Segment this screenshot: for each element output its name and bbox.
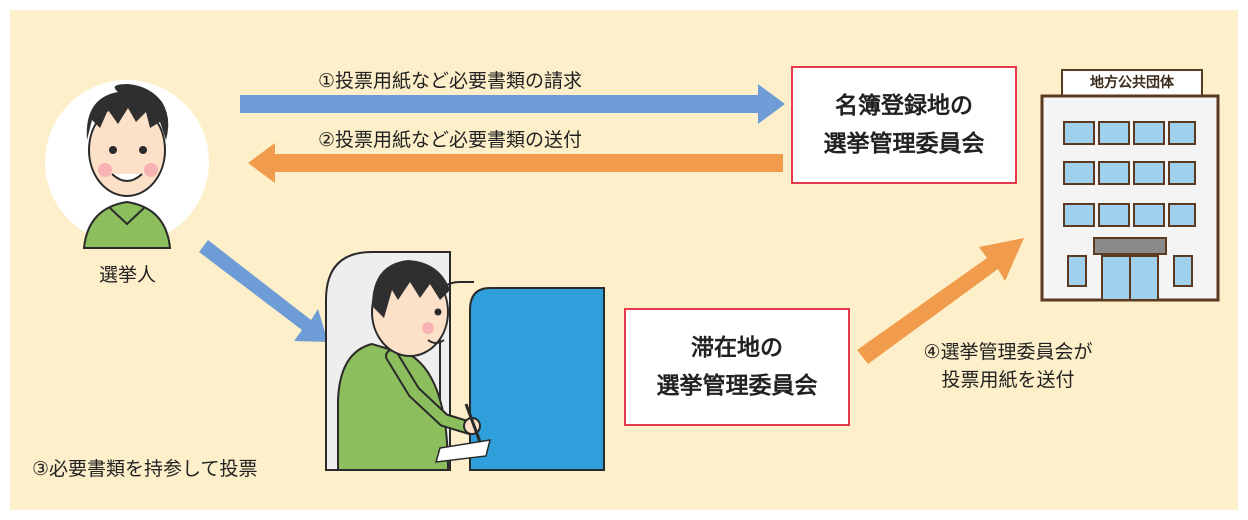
forward-label-line2: 投票用紙を送付 [941,369,1075,391]
vote-arrow-label: ③必要書類を持参して投票 [32,458,258,480]
vote-arrow [199,240,328,342]
voter-label: 選挙人 [99,264,157,286]
forward-label-line1: ④選挙管理委員会が [923,341,1093,363]
request-arrow-label: ①投票用紙など必要書類の請求 [318,70,583,92]
registry-committee-box: 名簿登録地の 選挙管理委員会 [791,66,1017,184]
registry-committee-line1: 名簿登録地の [835,93,973,119]
send-arrow-label: ②投票用紙など必要書類の送付 [318,129,583,151]
stay-committee-box: 滞在地の 選挙管理委員会 [624,308,850,426]
send-arrow [248,143,783,183]
forward-arrow [857,238,1024,364]
stay-committee-line2: 選挙管理委員会 [656,373,818,399]
building-sign: 地方公共団体 [1090,75,1174,91]
voting-booth-illustration [325,251,605,471]
request-arrow [240,84,785,124]
voter-avatar [45,80,209,249]
forward-arrow-label: ④選挙管理委員会が 投票用紙を送付 [888,338,1128,394]
municipal-building-illustration [1040,69,1220,302]
stay-committee-line1: 滞在地の [691,335,783,361]
registry-committee-line2: 選挙管理委員会 [823,131,985,157]
